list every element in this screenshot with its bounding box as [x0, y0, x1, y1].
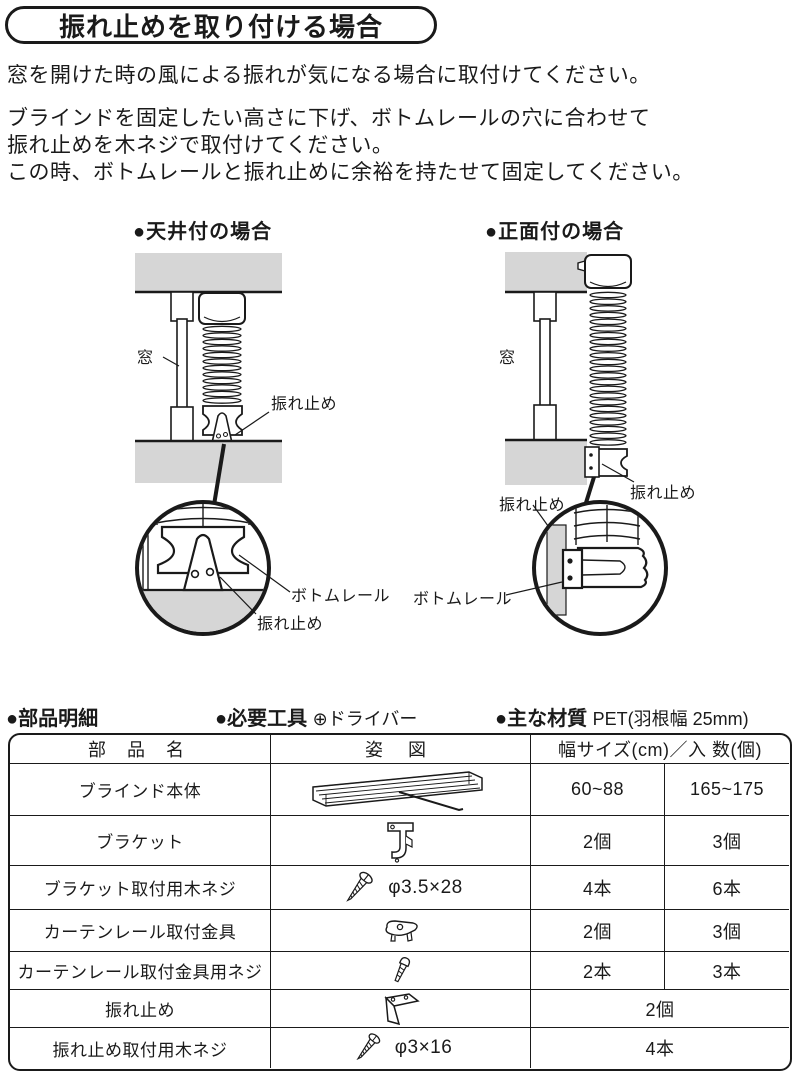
front-mount-heading: ●正面付の場合 — [485, 221, 625, 243]
part-count: 6本 — [664, 865, 789, 909]
magnify-pointer — [583, 476, 596, 507]
instruction-line: 振れ止めを木ネジで取付けてください。 — [7, 134, 394, 157]
rail-fitting-icon — [384, 919, 418, 942]
bottom-rail-side — [576, 546, 649, 589]
col-header-name: 部 品 名 — [87, 740, 192, 760]
screw-size-note: φ3.5×28 — [388, 876, 463, 898]
part-name: ブラインド本体 — [10, 763, 270, 815]
magnify-pointer — [212, 443, 226, 506]
part-figure — [270, 763, 530, 815]
part-size: 2個 — [530, 909, 664, 951]
wall-top — [505, 252, 587, 292]
part-size: 4本 — [530, 865, 664, 909]
furedome-side — [561, 548, 584, 590]
material-title: ●主な材質 — [495, 708, 588, 730]
col-header-size-count: 幅サイズ(cm)／入 数(個) — [530, 735, 789, 763]
part-count: 2個 — [530, 989, 789, 1027]
wood-screw-icon — [356, 1033, 380, 1061]
part-figure: φ3.5×28 — [270, 865, 530, 909]
instruction-line: この時、ボトムレールと振れ止めに余裕を持たせて固定してください。 — [7, 161, 694, 184]
bottom-rail-label: ボトムレール — [413, 591, 513, 608]
ceiling-mount-heading: ●天井付の場合 — [133, 221, 273, 243]
furedome-part — [584, 446, 600, 478]
part-size: 60~88 — [530, 763, 664, 815]
furedome-icon — [383, 992, 420, 1025]
front-mount-diagram — [505, 252, 668, 636]
screw-size-note: φ3×16 — [394, 1037, 453, 1058]
furedome-label: 振れ止め — [257, 616, 324, 633]
phillips-driver-text: ⊕ドライバー — [312, 709, 418, 729]
page-title-box: 振れ止めを取り付ける場合 — [5, 6, 437, 44]
furedome-label: 振れ止め — [271, 396, 338, 413]
window-label: 窓 — [499, 350, 516, 367]
part-size: 2本 — [530, 951, 664, 989]
window-label: 窓 — [137, 350, 154, 367]
wall-bottom — [505, 440, 587, 485]
part-name: 振れ止め — [10, 989, 270, 1027]
part-name: カーテンレール取付金具 — [10, 909, 270, 951]
headbox — [584, 254, 632, 289]
part-figure — [270, 951, 530, 989]
part-figure — [270, 909, 530, 951]
part-count: 3個 — [664, 909, 789, 951]
window-frame — [533, 291, 557, 441]
part-count: 4本 — [530, 1027, 789, 1068]
ceiling-mount-diagram — [135, 253, 291, 636]
part-figure — [270, 989, 530, 1027]
headbox — [198, 292, 246, 325]
part-count: 165~175 — [664, 763, 789, 815]
slats — [589, 291, 627, 446]
part-name: ブラケット — [10, 815, 270, 865]
part-figure: φ3×16 — [270, 1027, 530, 1068]
required-tools-heading: ●必要工具 ⊕ドライバー — [215, 702, 417, 731]
parts-table: 部 品 名 姿 図 幅サイズ(cm)／入 数(個) ブラインド本体 60~88 … — [8, 733, 792, 1071]
screw-icon — [393, 956, 410, 982]
blind-body-icon — [311, 770, 483, 811]
part-size: 2個 — [530, 815, 664, 865]
intro-text: 窓を開けた時の風による振れが気になる場合に取付けてください。 — [7, 64, 651, 87]
bottom-rail — [591, 448, 628, 477]
material-heading: ●主な材質 PET(羽根幅 25mm) — [495, 702, 749, 731]
part-figure — [270, 815, 530, 865]
part-name: 振れ止め取付用木ネジ — [10, 1027, 270, 1068]
col-header-figure: 姿 図 — [270, 735, 530, 763]
required-tools-title: ●必要工具 — [215, 708, 308, 730]
window-frame — [170, 291, 194, 442]
wood-screw-icon — [346, 871, 374, 902]
part-name: カーテンレール取付金具用ネジ — [10, 951, 270, 989]
parts-detail-heading: ●部品明細 — [6, 708, 99, 730]
part-count: 3本 — [664, 951, 789, 989]
part-name: ブラケット取付用木ネジ — [10, 865, 270, 909]
instruction-line: ブラインドを固定したい高さに下げ、ボトムレールの穴に合わせて — [7, 107, 651, 130]
bracket-icon — [386, 821, 414, 863]
ceiling-slab — [135, 253, 282, 292]
instruction-paragraph: ブラインドを固定したい高さに下げ、ボトムレールの穴に合わせて 振れ止めを木ネジで… — [7, 105, 694, 186]
furedome-label: 振れ止め — [499, 497, 566, 514]
furedome-label: 振れ止め — [630, 485, 697, 502]
part-count: 3個 — [664, 815, 789, 865]
slats — [202, 325, 242, 404]
installation-diagrams — [135, 252, 668, 636]
window-sill — [135, 441, 282, 483]
page-title: 振れ止めを取り付ける場合 — [58, 11, 383, 42]
bottom-rail-label: ボトムレール — [291, 588, 391, 605]
material-value: PET(羽根幅 25mm) — [592, 709, 749, 729]
